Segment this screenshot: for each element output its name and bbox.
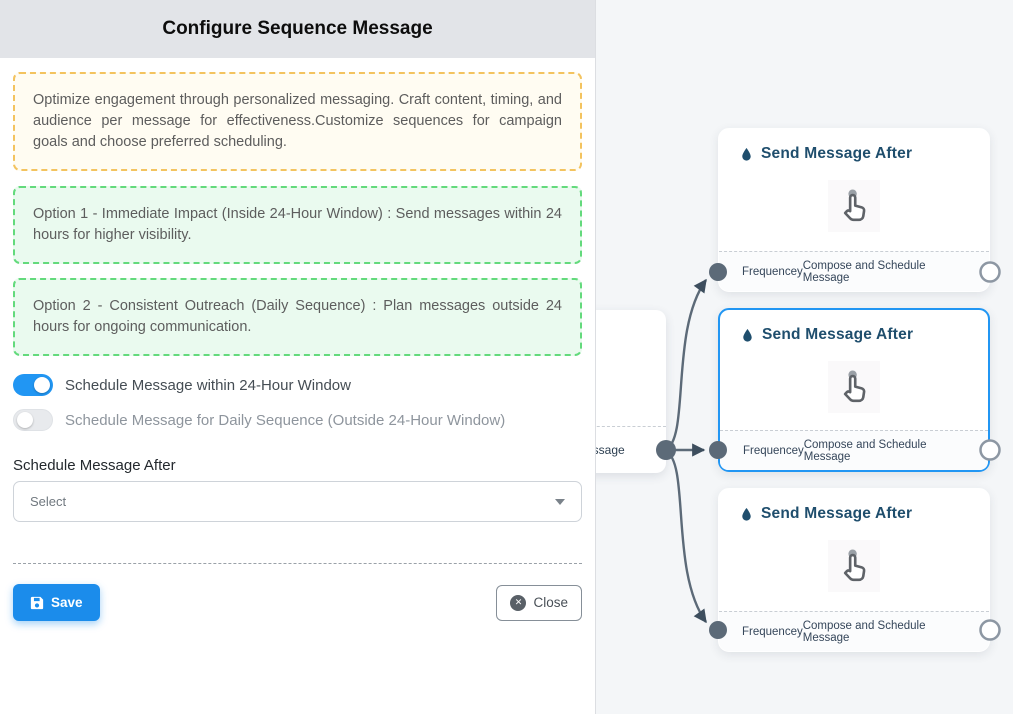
node-footer: Frequencey Compose and Schedule Message: [720, 430, 988, 470]
chevron-down-icon: [555, 498, 565, 505]
droplet-icon: [742, 507, 751, 521]
frequency-handle-label[interactable]: Frequencey: [743, 444, 804, 457]
tap-hand-icon[interactable]: [828, 180, 880, 232]
configure-sequence-panel: Configure Sequence Message Optimize enga…: [0, 0, 596, 714]
panel-header: Configure Sequence Message: [0, 0, 595, 58]
footer-divider: [13, 563, 582, 565]
close-circle-icon: ✕: [510, 594, 527, 611]
toggle-daily-label: Schedule Message for Daily Sequence (Out…: [65, 411, 506, 429]
toggle-group: Schedule Message within 24-Hour Window S…: [13, 374, 582, 432]
node-header: Send Message After: [720, 310, 988, 344]
option2-notice: Option 2 - Consistent Outreach (Daily Se…: [13, 278, 582, 357]
save-button-label: Save: [51, 595, 83, 611]
tap-hand-icon[interactable]: [828, 361, 880, 413]
select-value: Select: [30, 494, 67, 510]
toggle-24h-label: Schedule Message within 24-Hour Window: [65, 376, 351, 394]
node-title: Send Message After: [761, 505, 913, 522]
option1-notice: Option 1 - Immediate Impact (Inside 24-H…: [13, 186, 582, 265]
droplet-icon: [742, 147, 751, 161]
toggle-row-daily: Schedule Message for Daily Sequence (Out…: [13, 409, 582, 432]
page-title: Configure Sequence Message: [162, 18, 433, 39]
close-button-label: Close: [533, 595, 568, 611]
flow-node-send-message-2-selected[interactable]: Send Message After Frequencey Compose an…: [718, 308, 990, 472]
save-floppy-icon: [30, 596, 44, 609]
node-footer: Frequencey Compose and Schedule Message: [719, 251, 989, 291]
edge-to-node-1: [665, 278, 707, 452]
toggle-row-24h: Schedule Message within 24-Hour Window: [13, 374, 582, 397]
frequency-handle-label[interactable]: Frequencey: [742, 625, 803, 638]
flow-node-send-message-1[interactable]: Send Message After Frequencey Compose an…: [718, 128, 990, 292]
close-button[interactable]: ✕ Close: [496, 584, 582, 621]
panel-body: Optimize engagement through personalized…: [0, 58, 595, 622]
schedule-after-label: Schedule Message After: [13, 457, 176, 475]
frequency-handle-label[interactable]: Frequencey: [742, 265, 803, 278]
node-header: Send Message After: [719, 129, 989, 163]
toggle-daily-sequence[interactable]: [13, 409, 53, 432]
node-footer: Frequencey Compose and Schedule Message: [719, 611, 989, 651]
compose-handle-label[interactable]: Compose and Schedule Message: [802, 619, 926, 644]
tap-hand-icon[interactable]: [828, 540, 880, 592]
toggle-knob: [17, 412, 33, 429]
compose-handle-label[interactable]: Compose and Schedule Message: [803, 438, 927, 463]
action-button-row: Save ✕ Close: [13, 584, 582, 622]
flow-node-send-message-3[interactable]: Send Message After Frequencey Compose an…: [718, 488, 990, 652]
compose-handle-label[interactable]: Compose and Schedule Message: [802, 259, 926, 284]
save-button[interactable]: Save: [13, 584, 100, 622]
node-header: Send Message After: [719, 489, 989, 523]
node-title: Send Message After: [762, 326, 914, 343]
description-notice: Optimize engagement through personalized…: [13, 72, 582, 172]
node-body: [719, 527, 989, 605]
node-body: [720, 348, 988, 426]
toggle-24h-window[interactable]: [13, 374, 53, 397]
schedule-after-select[interactable]: Select: [13, 481, 582, 523]
droplet-icon: [743, 328, 752, 342]
toggle-knob: [34, 377, 50, 394]
node-title: Send Message After: [761, 145, 913, 162]
node-body: [719, 167, 989, 245]
edge-to-node-3: [665, 449, 707, 624]
